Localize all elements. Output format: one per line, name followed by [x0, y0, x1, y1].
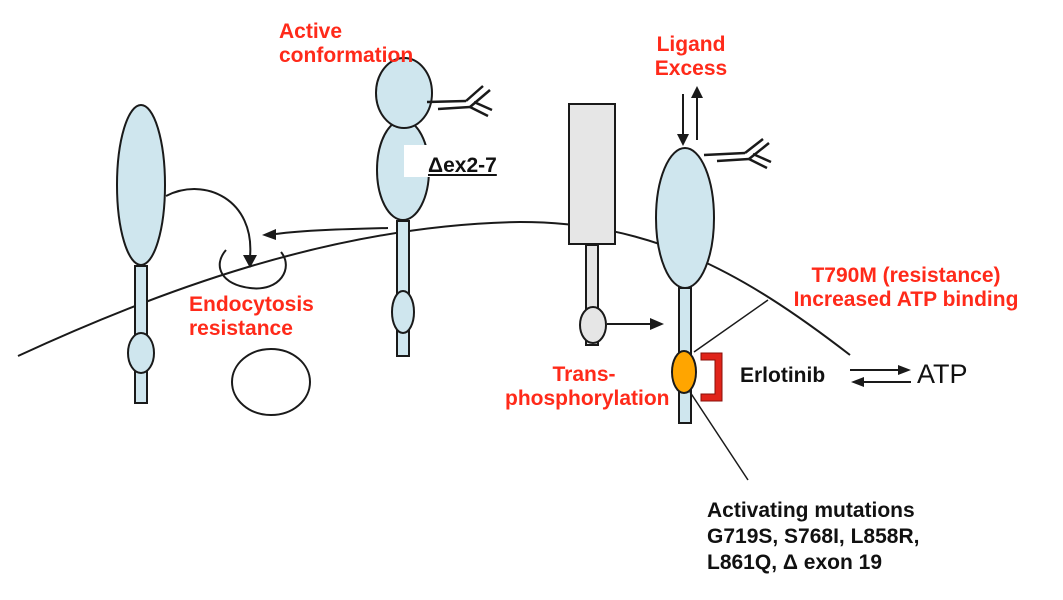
ligand-arrowhead-down	[677, 134, 689, 146]
endocytosis-resistance-label: Endocytosis resistance	[189, 293, 314, 341]
transphosphorylation-arrowhead	[650, 318, 664, 330]
active-conformation-line2: conformation	[279, 44, 414, 67]
endocytosis-line2: resistance	[189, 317, 293, 340]
t790m-line1: T790M (resistance)	[811, 264, 1001, 287]
membrane-invagination	[218, 249, 287, 290]
receptor1-ectodomain	[116, 104, 166, 266]
receptor3-ectodomain	[568, 103, 616, 245]
receptor2-upper-lobe	[375, 57, 433, 129]
activating-line1: Activating mutations	[707, 499, 915, 522]
endosome-vesicle	[231, 348, 311, 416]
receptor4-kinase-active	[671, 350, 697, 394]
ligand-arrowhead-up	[691, 86, 703, 98]
activating-line2: G719S, S768I, L858R,	[707, 525, 920, 548]
endocytosis-line1: Endocytosis	[189, 293, 314, 316]
activating-pointer-line	[689, 391, 749, 481]
receptor4-ectodomain	[655, 147, 715, 289]
erlotinib-label: Erlotinib	[740, 364, 826, 387]
receptor-gray	[568, 103, 616, 346]
recycling-arrowhead	[262, 229, 276, 240]
receptor-endocytosis	[116, 104, 166, 404]
activating-mutations-label: Activating mutations G719S, S768I, L858R…	[707, 498, 919, 576]
receptor1-kinase	[127, 332, 155, 374]
active-conformation-label: Active conformation	[279, 20, 413, 68]
endocytosis-arrowhead	[243, 255, 257, 268]
t790m-line2: Increased ATP binding	[793, 288, 1019, 311]
ligand-excess-line2: Excess	[654, 57, 728, 80]
receptor3-kinase	[579, 306, 607, 344]
receptor-dex2-7	[375, 57, 440, 357]
activating-line3: L861Q, Δ exon 19	[707, 551, 883, 574]
receptor2-stalk	[396, 220, 410, 357]
receptor2-kinase	[391, 290, 415, 334]
transphosphorylation-line2: phosphorylation	[505, 387, 670, 410]
antibody-1	[426, 85, 493, 118]
receptor2-deletion-notch	[404, 145, 440, 177]
t790m-label: T790M (resistance) Increased ATP binding	[766, 264, 1046, 312]
endocytosis-arrow	[165, 188, 252, 258]
equilibrium-arrowhead-left	[851, 377, 864, 387]
active-conformation-line1: Active	[279, 20, 343, 43]
recycling-arrow	[275, 227, 389, 235]
transphosphorylation-label: Trans- phosphorylation	[505, 363, 670, 411]
atp-label: ATP	[917, 359, 968, 389]
ligand-excess-line1: Ligand	[656, 33, 726, 56]
equilibrium-arrowhead-right	[898, 365, 911, 375]
ligand-excess-label: Ligand Excess	[636, 33, 746, 81]
antibody-2	[703, 138, 772, 170]
receptor-main	[655, 147, 715, 424]
transphosphorylation-line1: Trans-	[552, 363, 616, 386]
erlotinib-bracket	[700, 352, 723, 402]
t790m-pointer-line	[693, 299, 769, 353]
delta-ex2-7-label: Δex2-7	[428, 154, 497, 177]
